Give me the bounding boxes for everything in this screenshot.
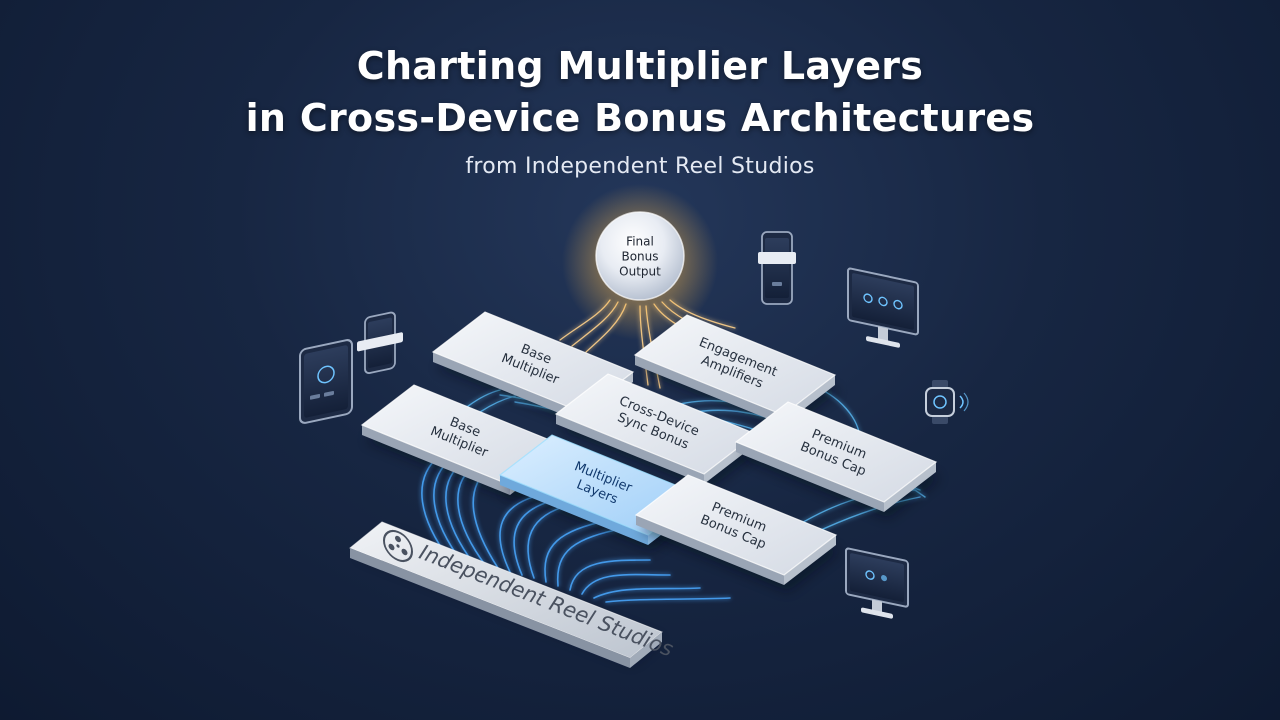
page-title-line-1: Charting Multiplier Layers (356, 44, 924, 88)
orb-label-line-1: Final (626, 235, 654, 249)
tile-side-front (556, 414, 704, 484)
tile-side-front (500, 475, 648, 545)
page-title-line-2: in Cross-Device Bonus Architectures (245, 96, 1035, 140)
film-reel-icon (383, 529, 413, 563)
brand-plate: Independent Reel Studios (349, 521, 677, 668)
orb-label-line-3: Output (619, 265, 661, 279)
final-bonus-output-node: Final Bonus Output (562, 184, 718, 340)
tile-side-front (635, 355, 783, 425)
smartwatch-icon (925, 380, 969, 424)
phone-icon (758, 231, 796, 305)
monitor-icon (847, 267, 919, 348)
tile-side-right (884, 462, 936, 512)
monitor-icon (845, 547, 909, 619)
orb-body (595, 211, 685, 301)
tile-face (634, 474, 838, 576)
tile-face (734, 401, 938, 503)
tile-side-front (736, 442, 884, 512)
orb-label-line-2: Bonus (621, 250, 658, 264)
tablet-icon (299, 339, 353, 424)
tile-side-front (636, 515, 784, 585)
tile-face (554, 373, 758, 475)
phone-icon (357, 311, 403, 374)
tile-side-front (362, 425, 510, 495)
tile-side-front (433, 352, 581, 422)
page-subtitle: from Independent Reel Studios (465, 154, 815, 179)
tile-side-right (784, 535, 836, 585)
title-block: Charting Multiplier Layers in Cross-Devi… (0, 40, 1280, 179)
